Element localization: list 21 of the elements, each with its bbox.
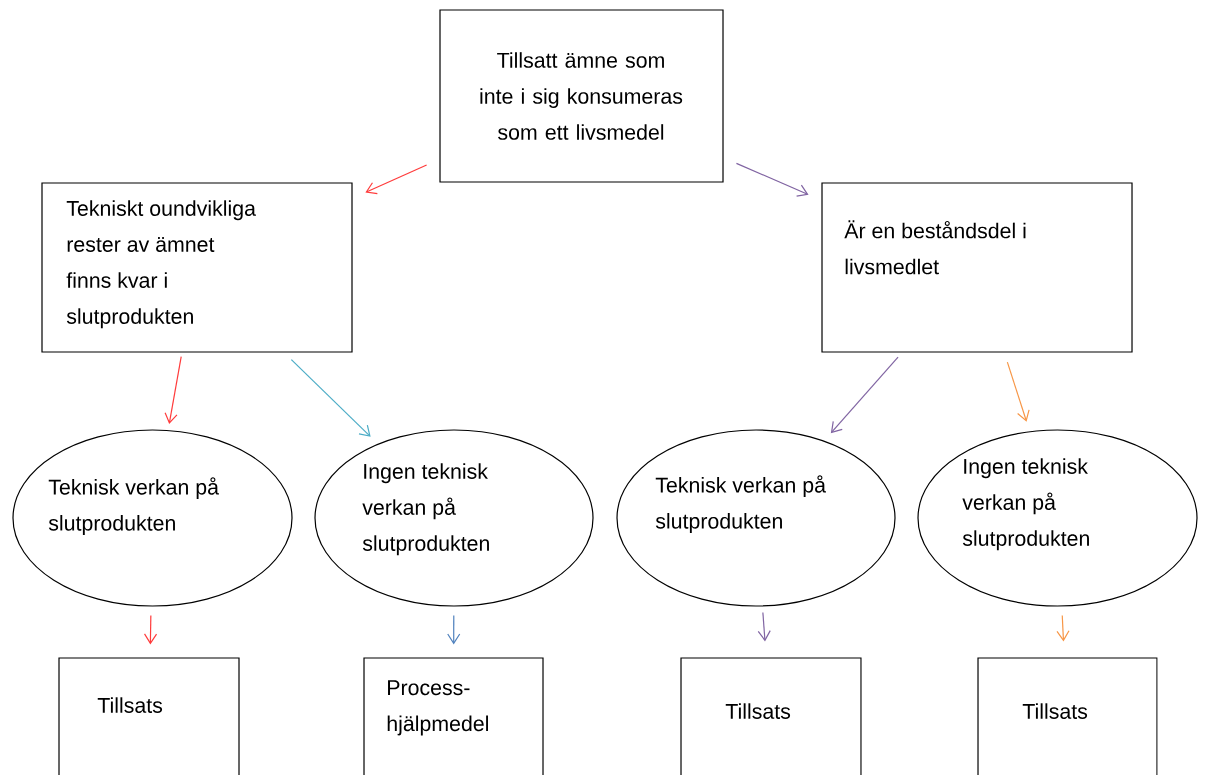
ellipse-node: Teknisk verkan på slutprodukten xyxy=(616,429,896,607)
arrow xyxy=(735,162,809,197)
process-box: Tekniskt oundvikliga rester av ämnet finns kvar i slutprodukten xyxy=(41,182,353,353)
arrow xyxy=(830,356,899,434)
arrow xyxy=(143,615,158,645)
process-box: Tillsats xyxy=(977,657,1158,775)
arrow xyxy=(757,611,771,642)
ellipse-node: Teknisk verkan på slutprodukten xyxy=(12,429,293,607)
arrow xyxy=(1056,614,1070,642)
ellipse-node: Ingen teknisk verkan på slutprodukten xyxy=(314,429,594,607)
arrow xyxy=(290,358,371,437)
process-box: Tillsats xyxy=(58,657,240,775)
process-box: Tillsatt ämne som inte i sig konsumeras som ett livsmedel xyxy=(439,9,724,183)
process-box: Process-hjälpmedel xyxy=(363,657,544,775)
arrow xyxy=(1006,361,1030,422)
arrow xyxy=(365,164,428,195)
arrow xyxy=(164,355,182,425)
process-box: Tillsats xyxy=(680,657,862,775)
ellipse-node: Ingen teknisk verkan på slutprodukten xyxy=(917,429,1198,607)
arrow xyxy=(447,615,461,645)
process-box: Är en beståndsdel i livsmedlet xyxy=(821,182,1133,353)
